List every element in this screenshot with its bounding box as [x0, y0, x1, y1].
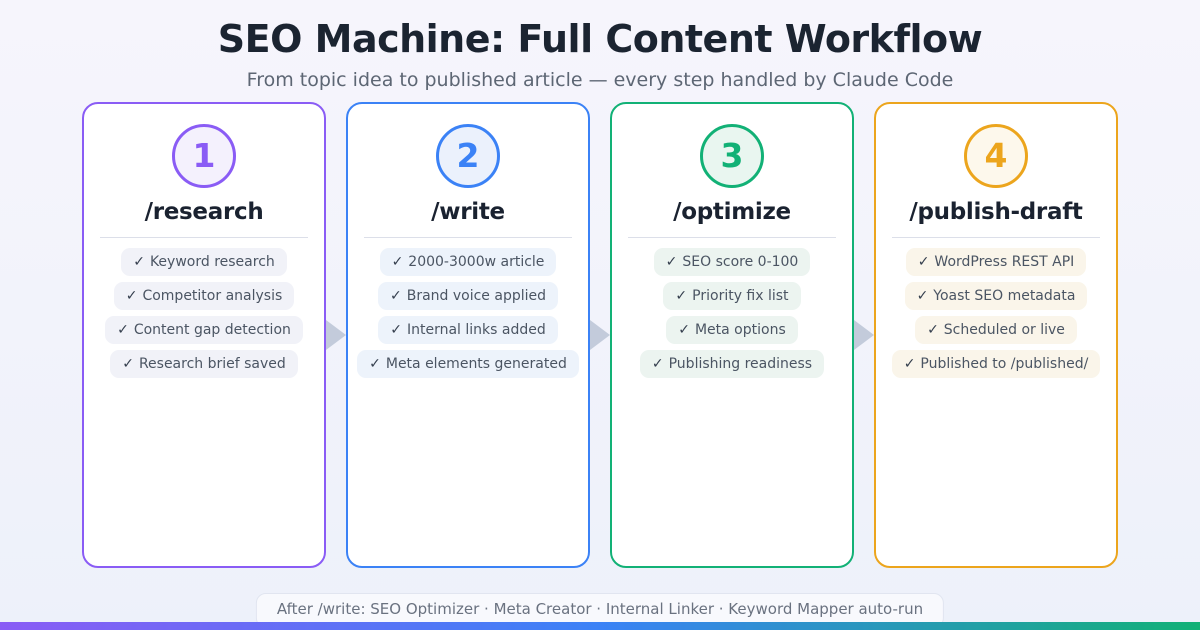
checklist-item-label: Content gap detection: [133, 321, 291, 338]
step-number: 4: [984, 136, 1008, 176]
checklist-item: ✓SEO score 0-100: [653, 247, 811, 276]
checklist-item-label: Competitor analysis: [142, 287, 283, 304]
checklist-item: ✓Content gap detection: [105, 315, 303, 344]
check-icon: ✓: [903, 355, 916, 372]
workflow-card-write: 2 /write ✓2000-3000w article ✓Brand voic…: [346, 101, 590, 568]
checklist-item-label: SEO score 0-100: [682, 253, 799, 270]
check-icon: ✓: [369, 355, 381, 372]
step-number: 2: [456, 136, 480, 176]
divider: [628, 236, 836, 238]
step-number: 3: [720, 136, 744, 176]
check-icon: ✓: [122, 355, 134, 372]
arrow-right-icon: [326, 319, 346, 350]
checklist: ✓WordPress REST API ✓Yoast SEO metadata …: [876, 247, 1116, 378]
step-number-badge: 2: [436, 123, 500, 188]
checklist: ✓Keyword research ✓Competitor analysis ✓…: [84, 247, 324, 378]
check-icon: ✓: [133, 253, 145, 270]
arrow-right-icon: [854, 319, 874, 350]
checklist-item: ✓Scheduled or live: [915, 315, 1077, 344]
check-icon: ✓: [678, 321, 690, 338]
checklist-item: ✓2000-3000w article: [379, 247, 557, 276]
checklist-item: ✓Meta options: [666, 315, 798, 344]
checklist: ✓2000-3000w article ✓Brand voice applied…: [348, 247, 588, 378]
checklist-item-label: Internal links added: [406, 321, 546, 338]
card-title: /write: [431, 198, 505, 225]
step-number-badge: 4: [964, 123, 1028, 188]
workflow-cards-row: 1 /research ✓Keyword research ✓Competito…: [0, 101, 1200, 568]
checklist-item: ✓Brand voice applied: [377, 281, 559, 310]
checklist-item-label: Brand voice applied: [406, 287, 547, 304]
check-icon: ✓: [389, 287, 402, 304]
check-icon: ✓: [675, 287, 688, 304]
page-subtitle: From topic idea to published article — e…: [246, 68, 954, 91]
check-icon: ✓: [927, 321, 939, 338]
checklist-item-label: 2000-3000w article: [408, 253, 545, 270]
card-title: /optimize: [673, 198, 791, 225]
card-title: /publish-draft: [909, 198, 1083, 225]
checklist-item: ✓Internal links added: [378, 315, 558, 344]
workflow-card-research: 1 /research ✓Keyword research ✓Competito…: [82, 101, 326, 568]
check-icon: ✓: [117, 321, 129, 338]
workflow-gradient-bar: [0, 622, 1200, 630]
checklist-item-label: Scheduled or live: [943, 321, 1065, 338]
checklist-item: ✓Competitor analysis: [113, 281, 295, 310]
check-icon: ✓: [665, 253, 678, 270]
arrow-right-icon: [590, 319, 610, 350]
step-number-badge: 3: [700, 123, 764, 188]
divider: [100, 236, 308, 238]
checklist-item: ✓Research brief saved: [110, 349, 298, 378]
check-icon: ✓: [390, 321, 402, 338]
page-title: SEO Machine: Full Content Workflow: [217, 17, 983, 61]
step-number: 1: [192, 136, 216, 176]
workflow-card-optimize: 3 /optimize ✓SEO score 0-100 ✓Priority f…: [610, 101, 854, 568]
checklist-item-label: Research brief saved: [138, 355, 286, 372]
check-icon: ✓: [651, 355, 664, 372]
checklist-item-label: WordPress REST API: [934, 253, 1075, 270]
check-icon: ✓: [391, 253, 404, 270]
check-icon: ✓: [916, 287, 929, 304]
check-icon: ✓: [917, 253, 930, 270]
header: SEO Machine: Full Content Workflow From …: [0, 0, 1200, 91]
checklist-item: ✓Publishing readiness: [639, 349, 825, 378]
checklist-item-label: Yoast SEO metadata: [933, 287, 1076, 304]
checklist-item-label: Meta elements generated: [385, 355, 567, 372]
checklist-item: ✓Meta elements generated: [357, 349, 579, 378]
checklist-item-label: Publishing readiness: [668, 355, 813, 372]
check-icon: ✓: [125, 287, 138, 304]
checklist: ✓SEO score 0-100 ✓Priority fix list ✓Met…: [612, 247, 852, 378]
checklist-item-label: Priority fix list: [692, 287, 789, 304]
checklist-item-label: Meta options: [694, 321, 786, 338]
divider: [892, 236, 1100, 238]
checklist-item: ✓Keyword research: [121, 247, 287, 276]
checklist-item-label: Keyword research: [149, 253, 275, 270]
checklist-item: ✓Published to /published/: [891, 349, 1101, 378]
checklist-item: ✓Yoast SEO metadata: [904, 281, 1088, 310]
checklist-item-label: Published to /published/: [920, 355, 1089, 372]
step-number-badge: 1: [172, 123, 236, 188]
checklist-item: ✓WordPress REST API: [905, 247, 1087, 276]
card-title: /research: [144, 198, 264, 225]
checklist-item: ✓Priority fix list: [663, 281, 801, 310]
divider: [364, 236, 572, 238]
workflow-card-publish-draft: 4 /publish-draft ✓WordPress REST API ✓Yo…: [874, 101, 1118, 568]
